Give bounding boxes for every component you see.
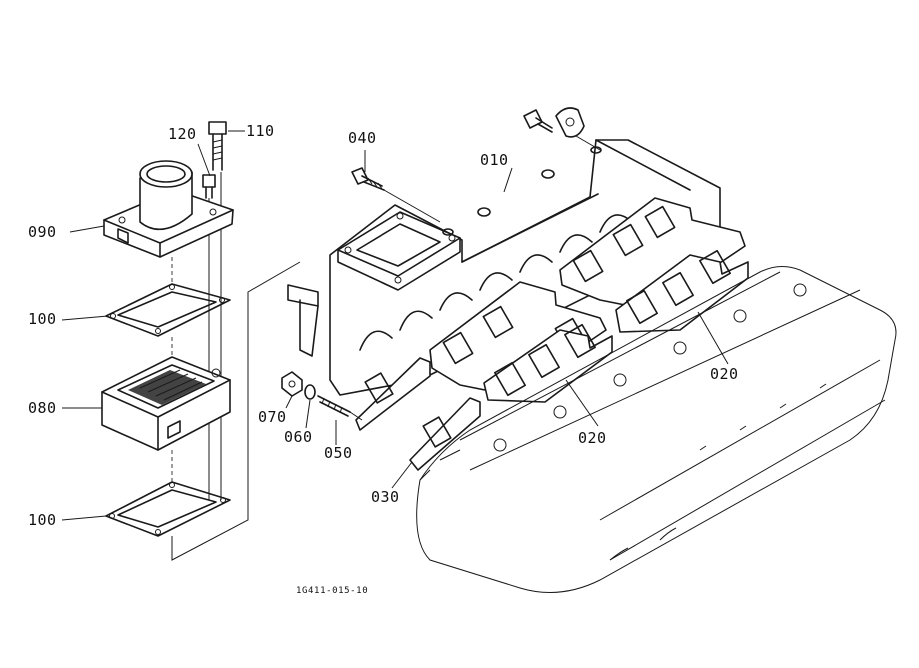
callout-090: 090 — [28, 223, 57, 241]
callout-110: 110 — [246, 122, 275, 140]
callout-080: 080 — [28, 399, 57, 417]
callout-020-center: 020 — [578, 429, 607, 447]
callout-020-right: 020 — [710, 365, 739, 383]
callout-030: 030 — [371, 488, 400, 506]
callout-060: 060 — [284, 428, 313, 446]
air-heater-080 — [101, 356, 231, 451]
drawing-number: 1G411-015-10 — [296, 586, 369, 596]
bolt-110-icon — [208, 121, 227, 171]
gasket-100-upper — [105, 283, 231, 337]
cylinder-head-outline — [416, 266, 897, 593]
stud-050-icon — [317, 395, 351, 417]
gasket-020-right — [615, 249, 749, 333]
bolt-040-icon — [351, 167, 385, 191]
gasket-030 — [355, 357, 481, 471]
callout-100-upper: 100 — [28, 310, 57, 328]
callout-050: 050 — [324, 444, 353, 462]
callout-100-lower: 100 — [28, 511, 57, 529]
callout-040: 040 — [348, 129, 377, 147]
manifold-flange-lower — [429, 281, 607, 396]
manifold-flange-upper — [559, 197, 746, 311]
bolt-stay-top-icon — [523, 107, 601, 151]
intake-manifold-010 — [287, 139, 721, 396]
bolt-120-icon — [202, 174, 216, 199]
callout-120: 120 — [168, 125, 197, 143]
leader-lines — [61, 130, 729, 521]
nut-070-icon — [281, 371, 303, 397]
intake-cover-090 — [103, 160, 234, 258]
callout-070: 070 — [258, 408, 287, 426]
callout-010: 010 — [480, 151, 509, 169]
washer-060-icon — [304, 384, 316, 400]
gasket-100-lower — [105, 481, 231, 537]
gasket-020-center — [483, 323, 613, 403]
